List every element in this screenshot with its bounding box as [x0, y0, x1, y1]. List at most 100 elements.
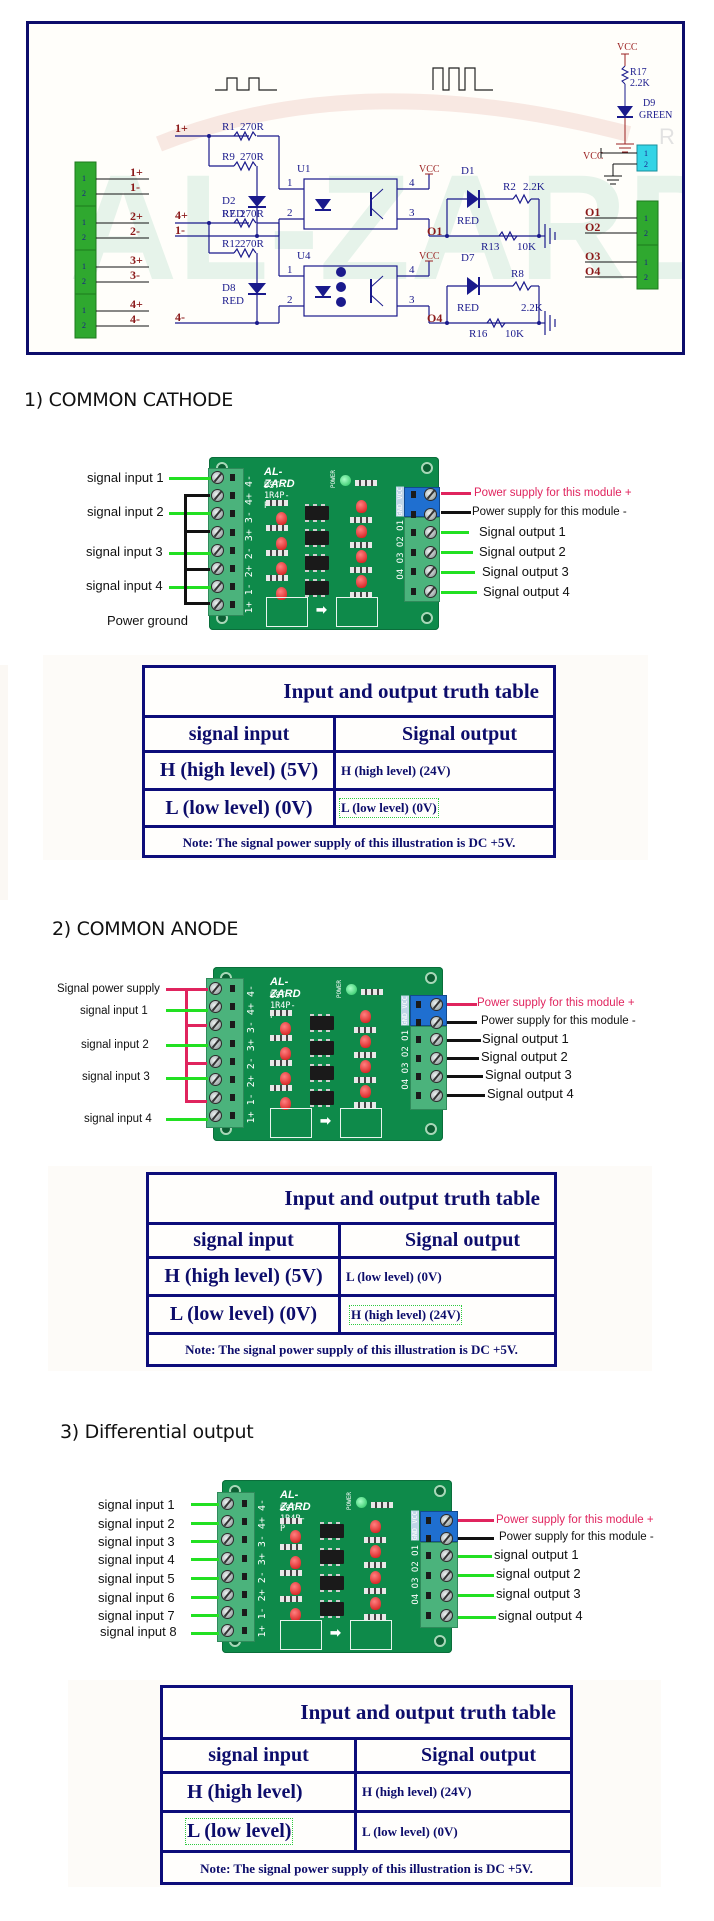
label-power-plus: Power supply for this module +: [496, 1514, 654, 1526]
optocoupler-led-icon: [315, 286, 331, 297]
terminal-slot: [230, 492, 235, 500]
optocoupler-ic: [320, 1522, 344, 1540]
terminal-screw[interactable]: [440, 1589, 453, 1602]
led: [370, 1597, 381, 1610]
terminal-screw[interactable]: [209, 1091, 222, 1105]
terminal-screw[interactable]: [221, 1497, 234, 1510]
terminal-screw[interactable]: [424, 545, 437, 559]
terminal-screw[interactable]: [440, 1569, 453, 1582]
terminal-screw[interactable]: [211, 598, 224, 612]
cell-input: L (low level) (0V): [145, 791, 336, 825]
terminal-screw[interactable]: [430, 1051, 443, 1065]
terminal-screw[interactable]: [440, 1514, 453, 1527]
terminal-screw[interactable]: [209, 1073, 222, 1086]
wire-input-8: [191, 1632, 219, 1635]
pin-label: 1: [82, 218, 86, 227]
led: [356, 575, 367, 588]
terminal-screw[interactable]: [430, 1088, 443, 1102]
power-silk: POWER: [346, 1492, 353, 1511]
terminal-screw[interactable]: [211, 489, 224, 503]
terminal-screw[interactable]: [209, 1109, 222, 1123]
terminal-screw[interactable]: [211, 543, 224, 557]
terminal-screw[interactable]: [211, 562, 224, 575]
pin-label: 1: [644, 214, 648, 223]
voltage-jumper[interactable]: [350, 1620, 392, 1650]
terminal-slot: [242, 1536, 247, 1544]
wire-output-4: [458, 1616, 496, 1619]
terminal-slot: [426, 1612, 431, 1619]
terminal-screw[interactable]: [440, 1532, 453, 1545]
continuation-dot: [336, 297, 346, 307]
terminal-screw[interactable]: [424, 507, 437, 521]
terminal-screw[interactable]: [424, 584, 437, 598]
truth-table-common-anode: Input and output truth table signal inpu…: [146, 1172, 557, 1367]
output-connector: [636, 200, 659, 246]
terminal-screw[interactable]: [211, 525, 224, 539]
label-signal-output-2: Signal output 2: [479, 544, 566, 559]
table-note-row: Note: The signal power supply of this il…: [163, 1853, 570, 1885]
terminal-screw[interactable]: [209, 1036, 222, 1050]
voltage-jumper[interactable]: [280, 1620, 322, 1650]
label-signal-input-3: signal input 3: [86, 544, 163, 559]
terminal-screw[interactable]: [209, 1054, 222, 1068]
terminal-screw[interactable]: [221, 1606, 234, 1620]
voltage-jumper[interactable]: [340, 1108, 382, 1138]
led: [290, 1608, 301, 1621]
optocoupler-ic: [305, 529, 329, 547]
net-label: 2-: [130, 224, 140, 238]
label-signal-input-6: signal input 6: [98, 1590, 175, 1605]
led: [280, 1047, 291, 1060]
voltage-jumper[interactable]: [336, 597, 378, 627]
component-label: R2: [503, 181, 516, 193]
resistor: [266, 500, 288, 506]
terminal-screw[interactable]: [211, 580, 224, 594]
terminal-screw[interactable]: [440, 1549, 453, 1562]
diode-d2-icon: [248, 196, 266, 207]
terminal-screw[interactable]: [430, 1070, 443, 1083]
terminal-screw[interactable]: [430, 998, 443, 1011]
terminal-screw[interactable]: [440, 1609, 453, 1622]
terminal-screw[interactable]: [221, 1533, 234, 1547]
net-label: 3+: [130, 253, 143, 267]
terminal-screw[interactable]: [430, 1033, 443, 1046]
terminal-screw[interactable]: [221, 1624, 234, 1638]
led: [356, 500, 367, 513]
wire-power-minus: [441, 511, 471, 514]
terminal-screw[interactable]: [221, 1551, 234, 1565]
label-power-minus: Power supply for this module -: [481, 1015, 636, 1027]
column-header-output: Signal output: [420, 1744, 537, 1766]
terminal-slot: [426, 1517, 431, 1524]
cell-output: H (high level) (24V): [348, 1304, 463, 1325]
terminal-screw[interactable]: [424, 488, 437, 501]
wire-input-2: [166, 1044, 208, 1047]
voltage-jumper[interactable]: [266, 597, 308, 627]
component-value: 10K: [505, 328, 524, 340]
terminal-screw[interactable]: [211, 507, 224, 521]
terminal-slot: [230, 583, 235, 591]
table-title-row: Input and output truth table: [149, 1175, 554, 1225]
power-silk: POWER: [330, 470, 337, 489]
voltage-jumper[interactable]: [270, 1108, 312, 1138]
pin-label: 1: [287, 264, 293, 276]
component-value: RED: [457, 302, 479, 314]
resistor: [364, 1614, 386, 1620]
resistor: [371, 1502, 393, 1508]
component-label: D1: [461, 165, 474, 177]
resistor: [266, 550, 288, 556]
pcb-board: [222, 1480, 452, 1653]
terminal-screw[interactable]: [430, 1016, 443, 1029]
terminal-screw[interactable]: [209, 982, 222, 995]
wire-input-4: [166, 1118, 208, 1121]
wire-output-4: [441, 591, 477, 594]
resistor: [354, 1027, 376, 1033]
terminal-screw[interactable]: [209, 1018, 222, 1032]
terminal-screw[interactable]: [221, 1515, 234, 1529]
terminal-screw[interactable]: [221, 1569, 234, 1583]
terminal-screw[interactable]: [424, 565, 437, 578]
terminal-screw[interactable]: [209, 1000, 222, 1014]
terminal-screw[interactable]: [424, 526, 437, 539]
terminal-screw[interactable]: [221, 1588, 234, 1601]
optocoupler-ic: [305, 554, 329, 572]
terminal-screw[interactable]: [211, 471, 224, 484]
component-label: R7: [222, 208, 235, 220]
